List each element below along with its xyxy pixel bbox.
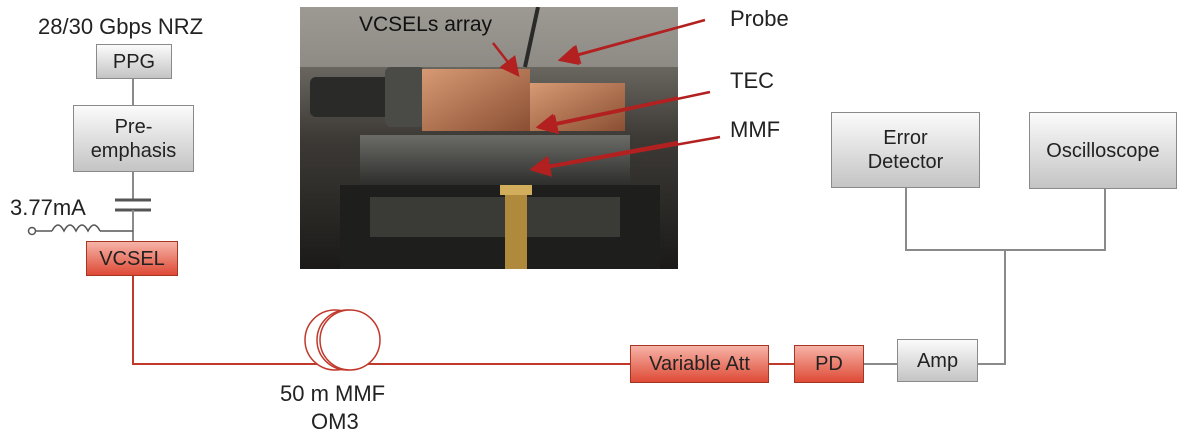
preemphasis-box: Pre- emphasis [73, 105, 194, 172]
fiber-label-line1: 50 m MMF [280, 381, 386, 406]
error-detector-label-line2: Detector [867, 151, 944, 173]
pd-label: PD [815, 353, 843, 375]
capacitor-icon [115, 198, 151, 212]
fiber-path [132, 276, 630, 365]
wire-instruments-bus [905, 188, 1106, 251]
setup-photo: VCSELs array [300, 7, 678, 269]
tec-label: TEC [730, 68, 774, 93]
inductor-icon [27, 224, 133, 236]
amp-box: Amp [897, 339, 978, 382]
preemphasis-label-line1: Pre- [114, 115, 153, 138]
error-detector-label-line1: Error [883, 127, 928, 149]
ppg-label: PPG [112, 50, 156, 73]
error-detector-box: Error Detector [831, 112, 980, 188]
preemphasis-label-line2: emphasis [90, 139, 177, 162]
oscilloscope-box: Oscilloscope [1029, 112, 1177, 189]
ppg-signal-label: 28/30 Gbps NRZ [38, 14, 204, 39]
wire-amp-instruments [978, 250, 1006, 365]
variable-att-box: Variable Att [630, 345, 769, 383]
bias-current-label: 3.77mA [10, 195, 86, 220]
fiber-spool-icon [304, 309, 381, 371]
probe-label: Probe [730, 6, 789, 31]
oscilloscope-label: Oscilloscope [1046, 139, 1160, 162]
pd-box: PD [794, 345, 864, 383]
vcsel-label: VCSEL [99, 247, 165, 270]
vcsel-array-label: VCSELs array [359, 13, 493, 36]
vcsel-box: VCSEL [86, 241, 178, 276]
mmf-label: MMF [730, 117, 781, 142]
variable-att-label: Variable Att [649, 353, 750, 375]
amp-label: Amp [916, 349, 959, 372]
fiber-label-line2: OM3 [311, 409, 359, 434]
ppg-box: PPG [96, 44, 172, 79]
